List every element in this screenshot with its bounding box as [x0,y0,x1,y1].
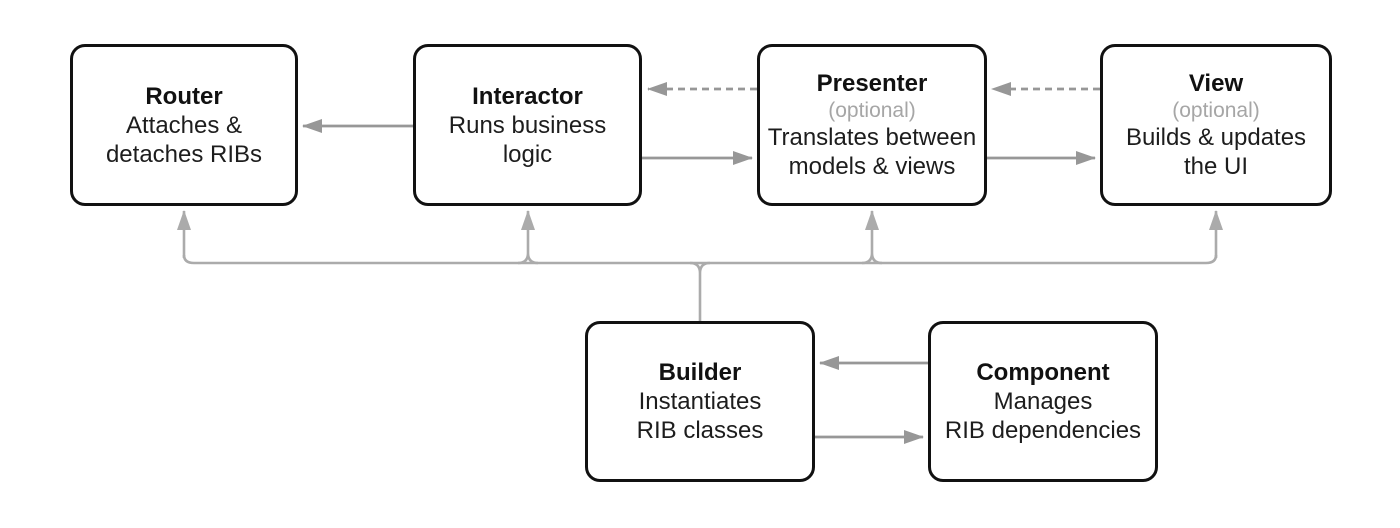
node-router-title: Router [145,82,223,110]
node-view-optional-label: (optional) [1172,99,1260,122]
node-component: Component Manages RIB dependencies [928,321,1158,482]
node-router-desc-line: Attaches & [125,111,243,139]
bus-branch-to-presenter [862,211,882,265]
builder-trunk [689,261,711,322]
node-view-title: View [1188,70,1244,97]
node-view: View (optional) Builds & updates the UI [1100,44,1332,206]
node-component-title: Component [976,359,1110,386]
node-presenter-title: Presenter [816,70,928,97]
node-presenter: Presenter (optional) Translates between … [757,44,987,206]
node-component-desc-line: RIB dependencies [944,417,1142,444]
node-presenter-desc-line: models & views [788,153,956,180]
node-interactor-title: Interactor [472,82,583,110]
node-builder-title: Builder [658,359,742,386]
node-builder-desc-line: RIB classes [636,417,764,444]
bus-branch-to-interactor [518,211,538,265]
node-component-desc-line: Manages [993,388,1093,415]
node-presenter-desc-line: Translates between [767,124,977,151]
node-builder: Builder Instantiates RIB classes [585,321,815,482]
node-view-desc-line: Builds & updates [1125,124,1307,151]
builder-bus-line [182,254,1218,265]
node-builder-desc-line: Instantiates [638,388,762,415]
node-router-desc-line: detaches RIBs [105,140,263,168]
node-view-desc-line: the UI [1183,153,1249,180]
node-presenter-optional-label: (optional) [828,99,916,122]
node-interactor: Interactor Runs business logic [413,44,642,206]
node-interactor-desc-line: Runs business [448,111,607,139]
node-interactor-desc-line: logic [502,140,553,168]
node-router: Router Attaches & detaches RIBs [70,44,298,206]
